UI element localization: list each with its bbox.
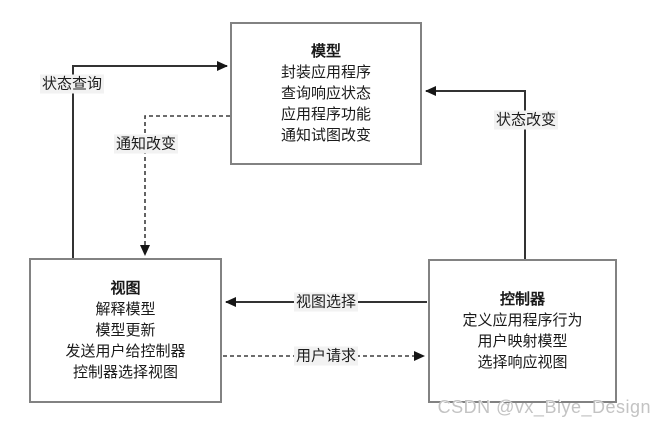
connector-notify-change: [140, 115, 230, 256]
view-box-line: 模型更新: [95, 322, 156, 339]
edge-label-view-select: 视图选择: [293, 292, 359, 312]
connector-state-query: [72, 61, 228, 258]
controller-box-line: 定义应用程序行为: [462, 312, 583, 329]
model-box-line: 通知试图改变: [280, 127, 371, 144]
model-box-line: 封装应用程序: [280, 64, 371, 81]
edge-label-notify-change: 通知改变: [113, 134, 179, 154]
model-box-title: 模型: [310, 43, 341, 60]
view-box-line: 发送用户给控制器: [65, 343, 186, 360]
model-box-line: 应用程序功能: [280, 106, 371, 123]
controller-box-line: 用户映射模型: [477, 333, 568, 350]
controller-box-line: 选择响应视图: [477, 354, 568, 371]
view-box-line: 控制器选择视图: [72, 364, 178, 381]
edge-label-state-query: 状态查询: [39, 74, 105, 94]
model-box-line: 查询响应状态: [280, 85, 371, 102]
connector-state-change: [425, 86, 526, 259]
view-box-line: 解释模型: [95, 301, 156, 318]
controller-box-title: 控制器: [499, 291, 545, 308]
edge-label-user-request: 用户请求: [293, 346, 359, 366]
csdn-watermark: CSDN @vx_Biye_Design: [437, 397, 651, 417]
edge-label-state-change: 状态改变: [493, 110, 559, 130]
model-box: 模型 封装应用程序 查询响应状态 应用程序功能 通知试图改变: [230, 22, 422, 165]
view-box-title: 视图: [110, 280, 141, 297]
controller-box: 控制器 定义应用程序行为 用户映射模型 选择响应视图: [428, 259, 617, 403]
view-box: 视图 解释模型 模型更新 发送用户给控制器 控制器选择视图: [29, 258, 222, 403]
